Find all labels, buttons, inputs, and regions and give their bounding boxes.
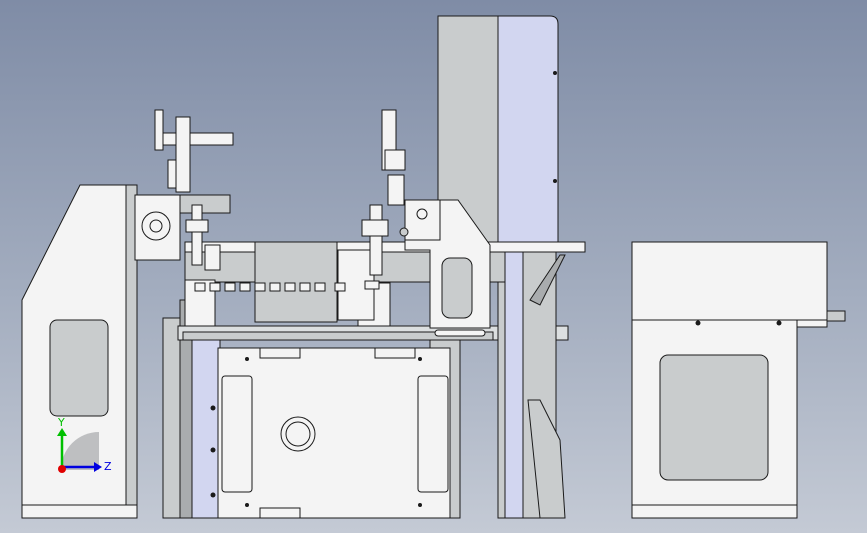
fixture-block: [184, 241, 391, 327]
right-cylinder-assembly: [361, 109, 491, 329]
crossbar: [177, 325, 569, 341]
axis-triad: Y Z: [57, 416, 112, 473]
z-axis-label: Z: [104, 460, 112, 473]
y-axis-label: Y: [57, 416, 65, 429]
x-axis-origin: [58, 465, 66, 473]
right-side-stand: [631, 241, 846, 519]
y-axis-arrowhead: [57, 428, 67, 436]
right-post: [497, 249, 566, 519]
left-cylinder-assembly: [134, 109, 234, 271]
left-side-stand: [21, 184, 138, 519]
z-axis-arrowhead: [94, 462, 102, 472]
center-base: [162, 299, 461, 519]
